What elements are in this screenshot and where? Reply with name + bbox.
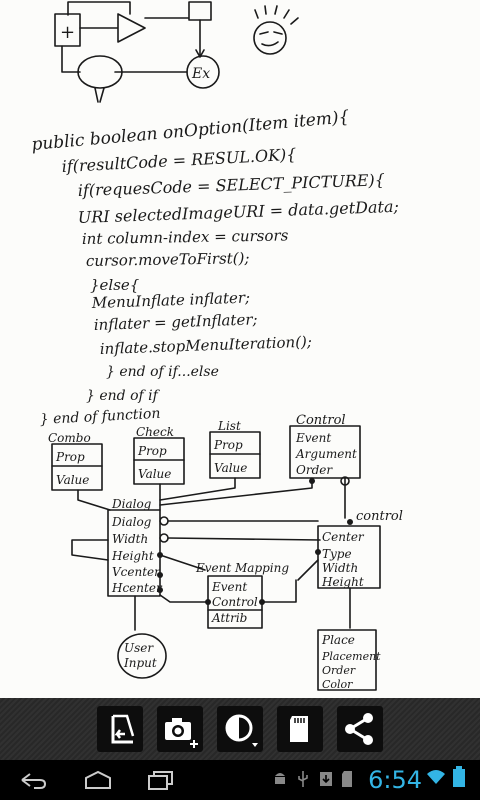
place-field: Color bbox=[322, 678, 353, 691]
share-icon bbox=[345, 713, 373, 745]
control-top-label: Control bbox=[296, 413, 346, 428]
center-field: Type bbox=[322, 547, 352, 561]
back-icon[interactable] bbox=[18, 768, 48, 792]
event-mapping-label: Event Mapping bbox=[195, 561, 289, 575]
list-label: List bbox=[217, 419, 241, 433]
combo-label: Combo bbox=[48, 431, 91, 445]
battery-icon bbox=[453, 766, 465, 787]
sd-card-icon bbox=[290, 716, 308, 742]
center-title: Center bbox=[322, 530, 365, 544]
place-field: Order bbox=[322, 664, 356, 677]
control-order: Order bbox=[296, 463, 333, 477]
dialog-field: Vcenter bbox=[112, 565, 161, 579]
code-line: } end of if bbox=[86, 388, 161, 404]
center-field: Height bbox=[321, 575, 364, 589]
top-sketch: + Ex bbox=[54, 1, 299, 103]
list-prop: Prop bbox=[213, 438, 243, 452]
code-line: public boolean onOption(Item item){ bbox=[31, 107, 351, 155]
event-mapping-field: Attrib bbox=[211, 611, 247, 625]
check-prop: Prop bbox=[137, 444, 167, 458]
code-line: MenuInflate inflater; bbox=[91, 288, 251, 312]
share-button[interactable] bbox=[337, 706, 383, 752]
center-field: Width bbox=[322, 561, 358, 575]
ex-label: Ex bbox=[191, 66, 210, 82]
crop-rotate-button[interactable] bbox=[97, 706, 143, 752]
plus-label: + bbox=[60, 22, 75, 43]
code-line: inflater = getInflater; bbox=[94, 310, 258, 334]
code-line: inflate.stopMenuIteration(); bbox=[100, 333, 313, 358]
user-input-circle bbox=[117, 633, 167, 679]
camera-add-icon bbox=[165, 718, 198, 748]
crop-rotate-icon bbox=[111, 714, 135, 744]
place-title: Place bbox=[321, 633, 355, 647]
download-icon bbox=[320, 772, 332, 786]
top-right-box bbox=[188, 1, 212, 21]
action-toolbar bbox=[0, 698, 480, 760]
code-line: } end of if...else bbox=[106, 364, 219, 380]
clock: 6:54 bbox=[368, 766, 422, 794]
check-box bbox=[133, 437, 185, 485]
save-sd-card-button[interactable] bbox=[277, 706, 323, 752]
combo-box bbox=[51, 443, 103, 491]
place-box bbox=[317, 629, 377, 691]
camera-add-button[interactable] bbox=[157, 706, 203, 752]
contrast-button[interactable] bbox=[217, 706, 263, 752]
home-icon[interactable] bbox=[82, 768, 114, 792]
user-input-label: User bbox=[124, 641, 154, 655]
code-text: public boolean onOption(Item item){ if(r… bbox=[31, 107, 399, 428]
control-right-label: control bbox=[356, 509, 403, 524]
event-mapping-field: Control bbox=[212, 595, 258, 609]
sd-card-status-icon bbox=[342, 771, 352, 787]
android-debug-icon bbox=[275, 773, 285, 784]
center-box bbox=[317, 525, 381, 589]
combo-value: Value bbox=[56, 473, 89, 487]
usb-icon bbox=[298, 771, 308, 787]
dialog-field: Hcenter bbox=[111, 581, 163, 595]
event-mapping-field: Event bbox=[211, 580, 247, 594]
handwritten-note-canvas: + Ex public boolean onOption(Item item){… bbox=[0, 0, 480, 698]
diagram: Combo Prop Value Check Prop Value List P… bbox=[48, 413, 403, 691]
recent-apps-icon[interactable] bbox=[146, 768, 176, 792]
code-line: } end of function bbox=[39, 406, 160, 428]
code-line: int column-index = cursors bbox=[82, 226, 289, 248]
check-label: Check bbox=[136, 425, 174, 439]
dialog-label: Dialog bbox=[111, 497, 152, 511]
code-line: if(requesCode = SELECT_PICTURE){ bbox=[77, 170, 385, 200]
code-line: URI selectedImageURI = data.getData; bbox=[77, 197, 399, 227]
dialog-field: Height bbox=[111, 549, 154, 563]
check-value: Value bbox=[138, 467, 171, 481]
control-top-box bbox=[289, 425, 361, 479]
dialog-field: Dialog bbox=[111, 515, 152, 529]
face-doodle bbox=[253, 21, 287, 55]
control-event: Event bbox=[295, 431, 331, 445]
user-input-label: Input bbox=[123, 656, 157, 670]
code-line: cursor.moveToFirst(); bbox=[86, 249, 250, 270]
place-field: Placement bbox=[321, 650, 381, 663]
code-line: if(resultCode = RESUL.OK){ bbox=[61, 145, 297, 176]
list-value: Value bbox=[214, 461, 247, 475]
system-bar: 6:54 bbox=[0, 760, 480, 800]
wifi-icon bbox=[427, 770, 445, 784]
dialog-field: Width bbox=[112, 532, 148, 546]
control-argument: Argument bbox=[295, 447, 357, 461]
contrast-icon bbox=[225, 714, 258, 747]
amplifier-shape bbox=[79, 13, 146, 43]
combo-prop: Prop bbox=[55, 450, 85, 464]
code-line: }else{ bbox=[90, 276, 140, 294]
